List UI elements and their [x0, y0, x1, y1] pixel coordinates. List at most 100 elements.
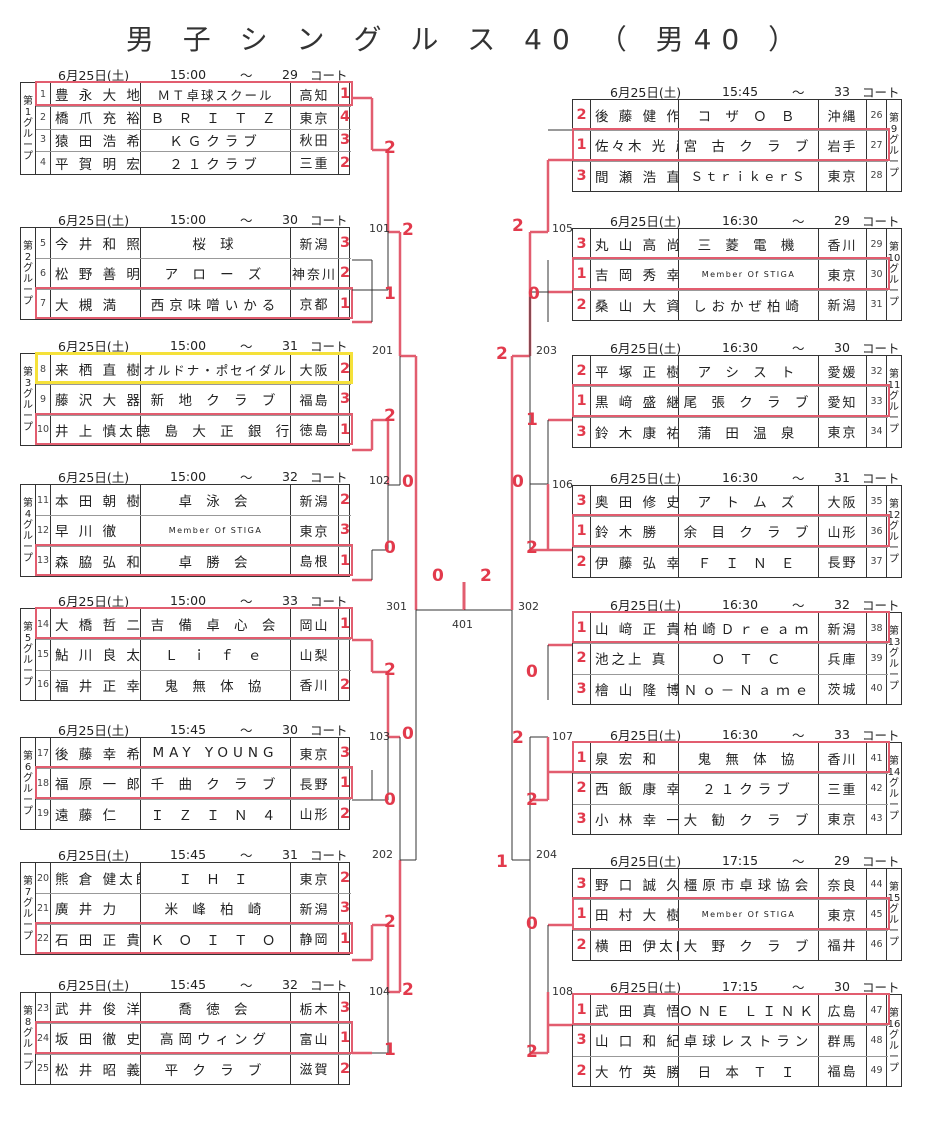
tilde: ～ — [240, 847, 253, 863]
match-date: 6月25日(土) — [610, 470, 682, 486]
court-label: コート — [310, 338, 348, 354]
group-label-char: プ — [23, 296, 33, 307]
player-club: 余 目 ク ラ ブ — [679, 516, 819, 547]
tilde: ～ — [240, 722, 253, 738]
player-res: 3 — [573, 803, 591, 834]
row-divider — [36, 288, 351, 290]
player-pref: 山形 — [291, 798, 339, 829]
match-date: 6月25日(土) — [58, 338, 130, 354]
player-name: 平 塚 正 樹 — [591, 356, 679, 387]
player-no: 13 — [36, 545, 51, 576]
player-res: 3 — [339, 391, 351, 408]
player-no: 15 — [36, 639, 51, 670]
player-pref: 東京 — [819, 803, 867, 834]
bracket-score: 2 — [402, 220, 414, 240]
group-label-char: 3 — [24, 378, 32, 389]
group-label-char: ー — [23, 666, 33, 677]
group-label-char: プ — [889, 937, 899, 948]
player-club: 桜 球 — [141, 228, 291, 259]
group-label-char: 第 — [23, 1006, 33, 1017]
group-label-char: ー — [23, 140, 33, 151]
player-club: Ｌ ｉ ｆ ｅ — [141, 639, 291, 670]
group-label-char: グ — [23, 118, 33, 129]
player-club: 鬼 無 体 協 — [679, 743, 819, 774]
group-label-char: 9 — [890, 124, 898, 135]
court-number: 32 — [282, 468, 298, 484]
player-no: 6 — [36, 258, 51, 289]
player-no: 10 — [36, 414, 51, 445]
group-label-char: ー — [889, 670, 899, 681]
player-no: 21 — [36, 893, 51, 924]
player-club: Ｆ Ｉ Ｎ Ｅ — [679, 546, 819, 577]
group-label-char: 第 — [23, 241, 33, 252]
player-pref: 香川 — [291, 669, 339, 700]
match-time: 16:30 — [722, 469, 759, 485]
player-no: 17 — [36, 738, 51, 769]
bracket-match-number: 301 — [386, 600, 407, 613]
group-label-char: ル — [889, 402, 899, 413]
player-club: 大 野 ク ラ ブ — [679, 929, 819, 960]
player-pref: 三重 — [819, 773, 867, 804]
court-number: 32 — [282, 976, 298, 992]
winner-highlight — [35, 1021, 353, 1054]
bracket-score: 0 — [528, 284, 540, 304]
match-date: 6月25日(土) — [58, 593, 130, 609]
tilde: ～ — [240, 212, 253, 228]
player-res: 1 — [573, 516, 591, 547]
player-club: ２１クラブ — [679, 773, 819, 804]
match-date: 6月25日(土) — [610, 340, 682, 356]
player-name: 鈴 木 康 祐 — [591, 416, 679, 447]
row-divider — [573, 899, 888, 901]
player-pref: 京都 — [291, 288, 339, 319]
player-pref: 富山 — [291, 1023, 339, 1054]
group-label-char: グ — [889, 1030, 899, 1041]
player-res: 1 — [339, 421, 351, 438]
group-label-char: 11 — [887, 380, 901, 391]
match-date: 6月25日(土) — [610, 84, 682, 100]
player-name: 山 口 和 紀 — [591, 1025, 679, 1056]
bracket-score: 2 — [384, 660, 396, 680]
player-no: 36 — [870, 525, 883, 537]
player-name: 熊 倉 健太郎 — [51, 863, 141, 894]
row-divider — [573, 546, 888, 548]
bracket-score: 0 — [402, 472, 414, 492]
tilde: ～ — [792, 470, 805, 486]
player-name: 伊 藤 弘 幸 — [591, 546, 679, 577]
bracket-match-number: 204 — [536, 848, 557, 861]
player-club: オルドナ・ポセイダル — [141, 354, 291, 385]
player-pref: 東京 — [819, 416, 867, 447]
player-club: 日 本 Ｔ Ｉ — [679, 1055, 819, 1086]
player-pref: 愛媛 — [819, 356, 867, 387]
bracket-match-number: 106 — [552, 478, 573, 491]
player-res: 1 — [573, 899, 591, 930]
player-pref: 滋賀 — [291, 1053, 339, 1084]
player-club: 西京味噌いかる — [141, 288, 291, 319]
match-date: 6月25日(土) — [610, 213, 682, 229]
player-pref: 福島 — [819, 1055, 867, 1086]
group-label-char: プ — [23, 806, 33, 817]
group-label-char: ー — [889, 1052, 899, 1063]
player-pref: 東京 — [291, 738, 339, 769]
tilde: ～ — [792, 979, 805, 995]
bracket-score: 0 — [526, 914, 538, 934]
player-no: 2 — [36, 105, 51, 129]
bracket-score: 2 — [526, 1042, 538, 1062]
